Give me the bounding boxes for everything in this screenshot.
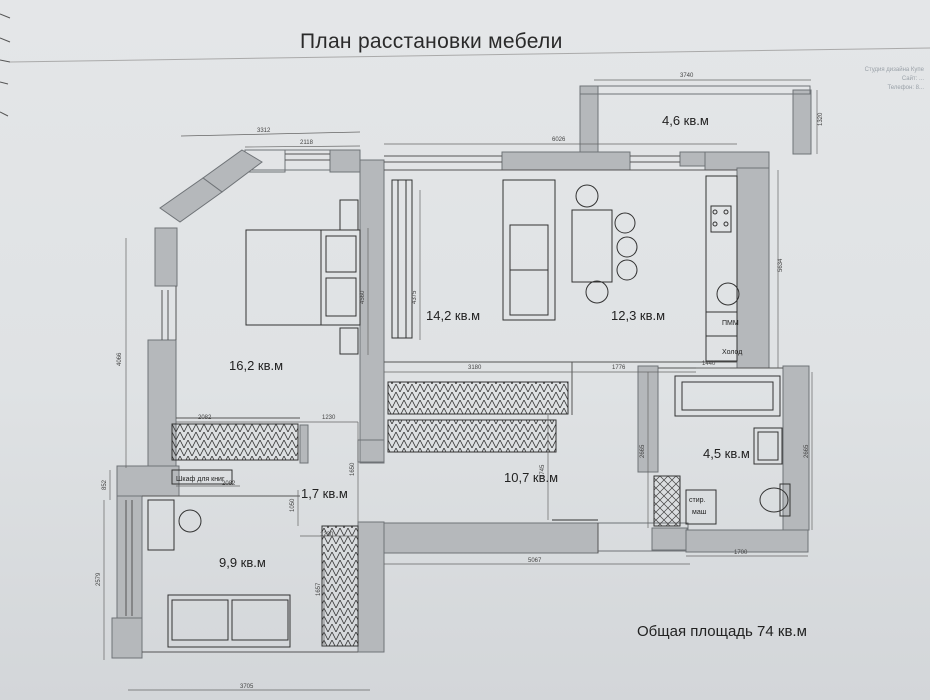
dim-label: 3312 [257, 128, 271, 134]
dishwasher-label: ПММ [722, 320, 739, 327]
room-label-corridor: 1,7 кв.м [301, 486, 348, 501]
dim-label: 1745 [540, 464, 546, 478]
stamp-line: Сайт: ... [901, 76, 924, 82]
dim-label: 2665 [640, 444, 646, 458]
dim-label: 3740 [680, 73, 694, 79]
studio-stamp: Студия дизайна Купе Сайт: ... Телефон: 8… [865, 66, 924, 93]
room-label-hall: 10,7 кв.м [504, 470, 558, 485]
dim-label: 5634 [778, 258, 784, 272]
dim-label: 4066 [117, 352, 123, 366]
dim-label: 1320 [818, 112, 824, 126]
dim-label: 1050 [290, 498, 296, 512]
dim-label: 2665 [804, 444, 810, 458]
dim-label: 3705 [240, 684, 254, 690]
dim-label: 1657 [316, 582, 322, 596]
room-label-kids: 9,9 кв.м [219, 555, 266, 570]
dim-label: 1230 [322, 415, 336, 421]
stamp-line: Студия дизайна Купе [864, 67, 924, 73]
furniture [147, 175, 791, 648]
dim-label: 2579 [96, 572, 102, 586]
dim-label: 852 [102, 479, 108, 490]
stamp-line: Телефон: 8... [887, 85, 924, 91]
page-title: План расстановки мебели [300, 30, 563, 53]
sheet-border [9, 47, 930, 63]
dim-label: 1776 [612, 365, 626, 371]
dim-label: 4560 [360, 290, 366, 304]
washer-label: стир. [689, 497, 706, 504]
walls [111, 85, 812, 659]
furniture-labels: Шкаф для книг ПММ Холод стир. маш [176, 320, 742, 516]
windows [125, 153, 680, 616]
binder-marks [0, 13, 11, 117]
room-label-kitchen: 12,3 кв.м [611, 308, 665, 323]
dim-label: 5067 [528, 558, 542, 564]
dim-label: 4375 [412, 290, 418, 304]
dim-label: 2082 [222, 481, 236, 487]
dimension-labels: 3312 2118 6026 3740 1320 5634 4066 4560 … [96, 73, 824, 690]
room-label-living: 14,2 кв.м [426, 308, 480, 323]
dim-label: 1230 [320, 532, 334, 538]
dim-label: 1650 [350, 462, 356, 476]
dim-label: 1700 [734, 550, 748, 556]
room-label-balcony: 4,6 кв.м [662, 113, 709, 128]
dim-label: 2082 [198, 415, 212, 421]
total-area: Общая площадь 74 кв.м [637, 623, 807, 640]
dim-label: 1440 [702, 361, 716, 367]
dim-label: 3180 [468, 365, 482, 371]
plan-outline [142, 169, 783, 653]
fridge-label: Холод [722, 349, 742, 356]
bookcase-label: Шкаф для книг [176, 476, 225, 483]
room-label-bedroom: 16,2 кв.м [229, 358, 283, 373]
dimension-lines [103, 79, 818, 691]
dim-label: 6026 [552, 137, 566, 143]
room-labels: 16,2 кв.м 14,2 кв.м 12,3 кв.м 4,6 кв.м 1… [219, 113, 750, 570]
dim-label: 2118 [300, 140, 314, 146]
washer-label: маш [692, 509, 707, 516]
room-label-bathroom: 4,5 кв.м [703, 446, 750, 461]
